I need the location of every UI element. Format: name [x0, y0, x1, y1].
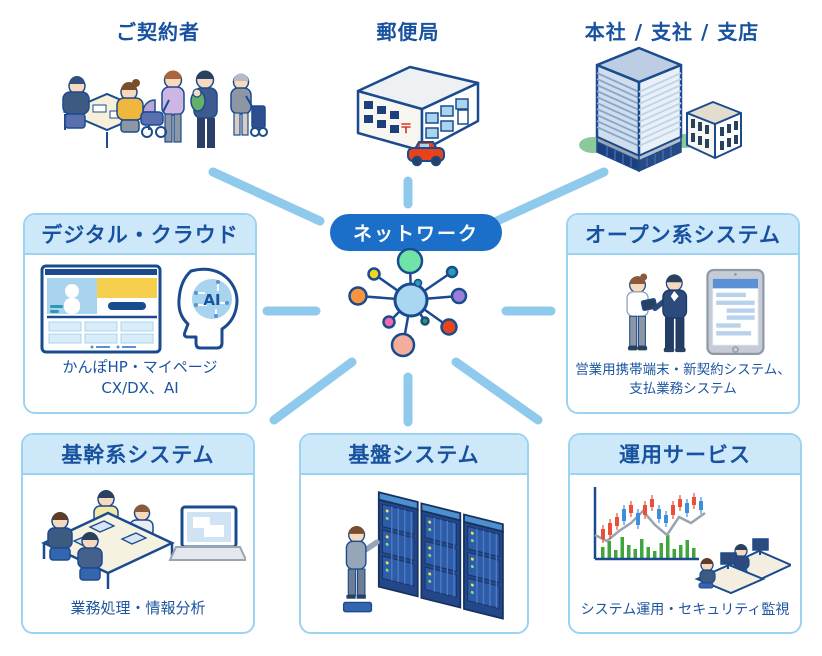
digital-cloud-header: デジタル・クラウド — [25, 215, 255, 255]
web-and-ai-illustration: AI — [40, 264, 239, 354]
operation-service-header: 運用サービス — [570, 435, 800, 475]
sales-staff-tablet-illustration — [626, 268, 765, 355]
core-system-title: 基幹系システム — [61, 443, 215, 467]
platform-system-header: 基盤システム — [301, 435, 527, 475]
digital-cloud-panel: デジタル・クラウド — [23, 213, 257, 414]
platform-system-panel: 基盤システム — [299, 433, 529, 634]
server-racks-illustration — [342, 491, 504, 620]
post-office-illustration: 〒 — [356, 65, 480, 167]
platform-system-title: 基盤システム — [348, 443, 480, 467]
postal-mark: 〒 — [399, 122, 412, 137]
monitoring-chart-illustration — [593, 487, 791, 595]
operation-service-title: 運用サービス — [619, 443, 751, 467]
open-system-title: オープン系システム — [584, 223, 782, 247]
policyholders-label: ご契約者 — [116, 20, 200, 44]
open-system-caption: 営業用携帯端末・新契約システム、 支払業務システム — [575, 361, 791, 398]
headquarters-illustration — [579, 46, 742, 173]
open-system-panel: オープン系システム — [566, 213, 800, 414]
policyholders-illustration — [62, 70, 268, 148]
digital-cloud-title: デジタル・クラウド — [41, 223, 239, 247]
open-system-header: オープン系システム — [568, 215, 798, 255]
network-pill: ネットワーク — [330, 214, 502, 251]
headquarters-label: 本社 / 支社 / 支店 — [584, 20, 760, 44]
core-system-caption: 業務処理・情報分析 — [70, 599, 206, 618]
meeting-laptop-illustration — [41, 490, 246, 589]
digital-cloud-caption: かんぽHP・マイページ CX/DX、AI — [62, 357, 218, 398]
post-office-label: 郵便局 — [376, 20, 440, 44]
core-system-panel: 基幹系システム — [21, 433, 255, 634]
operation-service-caption: システム運用・セキュリティ監視 — [580, 601, 790, 618]
operation-service-panel: 運用サービス — [568, 433, 802, 634]
ai-label: AI — [203, 291, 220, 309]
core-system-header: 基幹系システム — [23, 435, 253, 475]
network-label: ネットワーク — [352, 223, 479, 245]
